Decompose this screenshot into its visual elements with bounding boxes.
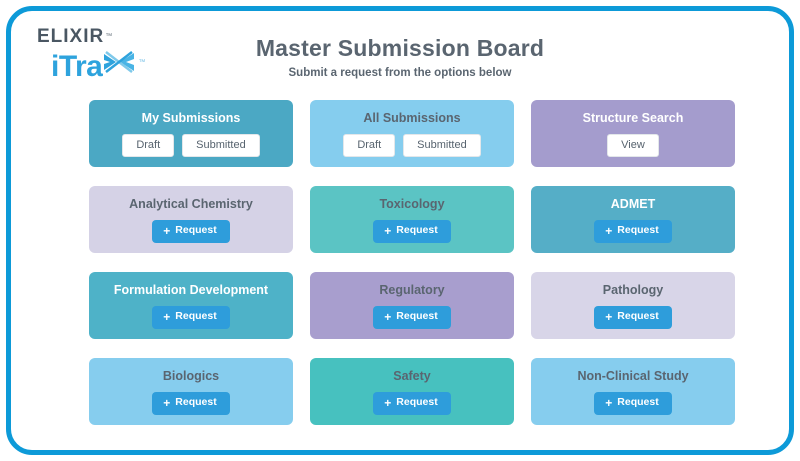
page-subtitle: Submit a request from the options below (288, 67, 512, 79)
request-button-label: Request (175, 396, 217, 409)
card-regulatory[interactable]: Regulatory + Request (310, 272, 514, 339)
request-button[interactable]: + Request (594, 392, 672, 416)
app-frame: ELIXIR ™ iTra ™ Master Submission Board (6, 6, 794, 455)
request-button-label: Request (617, 396, 659, 409)
request-button-label: Request (175, 224, 217, 237)
request-button[interactable]: + Request (373, 306, 451, 330)
card-actions: + Request (594, 306, 672, 330)
card-title: Safety (393, 368, 431, 383)
page-title: Master Submission Board (255, 35, 545, 61)
page-header: ELIXIR ™ iTra ™ Master Submission Board (11, 11, 789, 97)
plus-icon: + (384, 224, 392, 239)
logo-itrax: iTra ™ (51, 49, 173, 82)
card-title: Formulation Development (113, 282, 269, 297)
request-button-label: Request (396, 310, 438, 323)
plus-icon: + (605, 224, 613, 239)
card-actions: View (607, 134, 659, 158)
card-title: Toxicology (379, 196, 445, 211)
card-title: Biologics (162, 368, 220, 383)
card-title: All Submissions (363, 110, 461, 125)
card-title: Regulatory (379, 282, 445, 297)
app-logo[interactable]: ELIXIR ™ iTra ™ (33, 25, 173, 91)
plus-icon: + (163, 396, 171, 411)
logo-x-mark-icon (102, 49, 136, 82)
draft-button[interactable]: Draft (122, 134, 175, 158)
logo-itrax-text: iTra (51, 50, 103, 83)
request-button-label: Request (175, 310, 217, 323)
plus-icon: + (163, 224, 171, 239)
card-title: Analytical Chemistry (129, 196, 253, 211)
logo-itrax-trademark-icon: ™ (138, 59, 146, 66)
request-button-label: Request (396, 396, 438, 409)
draft-button[interactable]: Draft (343, 134, 396, 158)
view-button[interactable]: View (607, 134, 659, 158)
card-title: My Submissions (141, 110, 241, 125)
card-title: Pathology (602, 282, 664, 297)
card-title: Non-Clinical Study (577, 368, 689, 383)
request-button[interactable]: + Request (152, 220, 230, 244)
request-button-label: Request (617, 310, 659, 323)
plus-icon: + (384, 310, 392, 325)
request-button[interactable]: + Request (373, 220, 451, 244)
card-actions: + Request (152, 392, 230, 416)
card-pathology[interactable]: Pathology + Request (531, 272, 735, 339)
card-actions: + Request (373, 392, 451, 416)
request-button[interactable]: + Request (594, 220, 672, 244)
card-formulation-development[interactable]: Formulation Development + Request (89, 272, 293, 339)
request-button[interactable]: + Request (373, 392, 451, 416)
card-non-clinical-study[interactable]: Non-Clinical Study + Request (531, 358, 735, 425)
request-button[interactable]: + Request (152, 392, 230, 416)
card-toxicology[interactable]: Toxicology + Request (310, 186, 514, 253)
card-actions: Draft Submitted (122, 134, 260, 158)
card-safety[interactable]: Safety+ Request (310, 358, 514, 425)
card-actions: + Request (594, 392, 672, 416)
card-title: Structure Search (582, 110, 684, 125)
title-block: Master Submission Board Submit a request… (11, 35, 789, 79)
card-analytical-chemistry[interactable]: Analytical Chemistry + Request (89, 186, 293, 253)
card-biologics[interactable]: Biologics + Request (89, 358, 293, 425)
logo-elixir-text: ELIXIR (37, 25, 105, 47)
plus-icon: + (163, 310, 171, 325)
request-button[interactable]: + Request (594, 306, 672, 330)
request-button-label: Request (617, 224, 659, 237)
card-title: ADMET (610, 196, 656, 211)
card-actions: + Request (373, 306, 451, 330)
plus-icon: + (605, 310, 613, 325)
submitted-button[interactable]: Submitted (403, 134, 481, 158)
request-button-label: Request (396, 224, 438, 237)
card-admet[interactable]: ADMET + Request (531, 186, 735, 253)
plus-icon: + (605, 396, 613, 411)
card-actions: + Request (373, 220, 451, 244)
card-actions: + Request (152, 220, 230, 244)
submitted-button[interactable]: Submitted (182, 134, 260, 158)
logo-elixir: ELIXIR ™ (37, 25, 173, 47)
card-actions: + Request (594, 220, 672, 244)
plus-icon: + (384, 396, 392, 411)
card-actions: Draft Submitted (343, 134, 481, 158)
card-actions: + Request (152, 306, 230, 330)
logo-trademark-icon: ™ (105, 32, 113, 40)
request-button[interactable]: + Request (152, 306, 230, 330)
